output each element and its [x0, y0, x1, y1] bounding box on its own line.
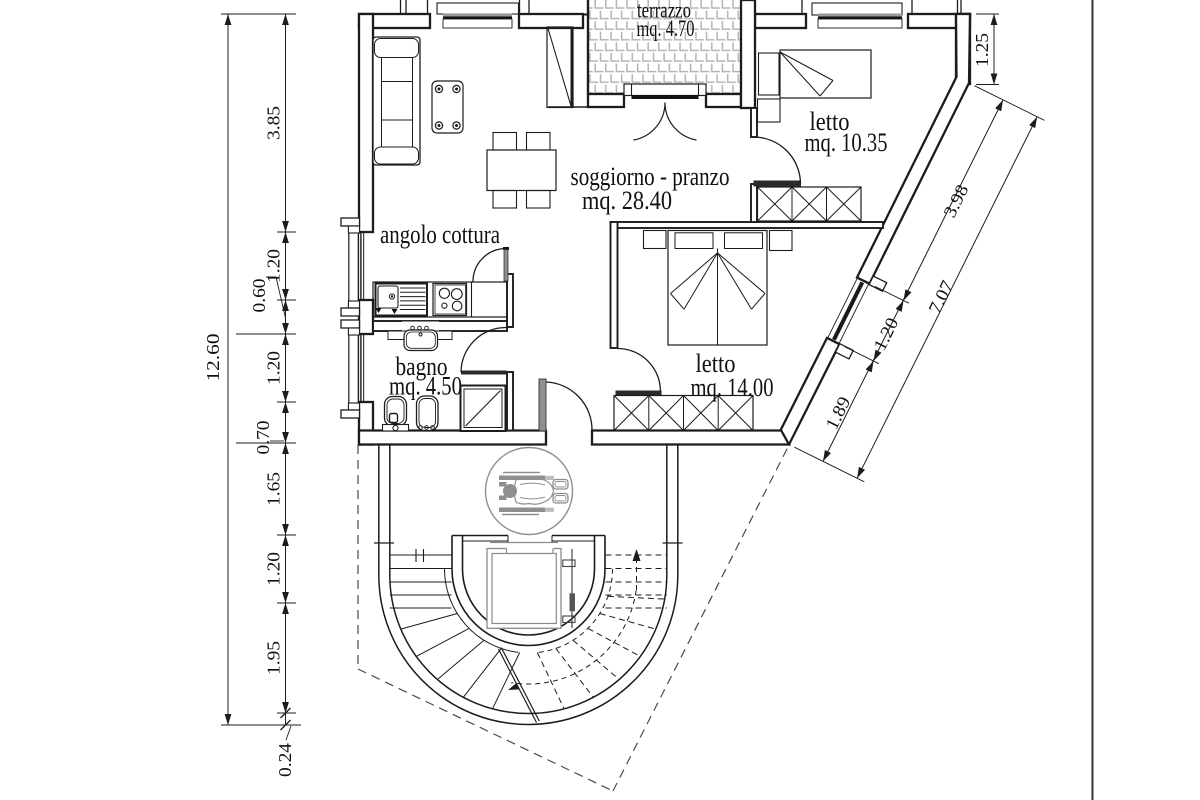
svg-text:12.60: 12.60: [203, 334, 223, 382]
svg-text:1.20: 1.20: [264, 351, 284, 385]
svg-text:terrazzo: terrazzo: [637, 0, 691, 23]
svg-text:1.20: 1.20: [264, 552, 284, 586]
svg-text:letto: letto: [696, 349, 736, 378]
svg-text:mq. 14.00: mq. 14.00: [691, 373, 774, 402]
svg-text:mq. 4.50: mq. 4.50: [389, 372, 462, 401]
svg-text:bagno: bagno: [396, 352, 448, 381]
svg-text:0.24: 0.24: [275, 743, 295, 777]
svg-text:mq. 10.35: mq. 10.35: [805, 128, 888, 157]
svg-text:1.20: 1.20: [264, 249, 284, 283]
svg-text:angolo cottura: angolo cottura: [380, 220, 500, 249]
svg-text:0.60: 0.60: [249, 279, 269, 313]
svg-text:mq. 4.70: mq. 4.70: [637, 16, 695, 41]
svg-text:soggiorno - pranzo: soggiorno - pranzo: [571, 162, 730, 191]
svg-text:1.25: 1.25: [972, 33, 992, 67]
svg-text:1.65: 1.65: [264, 472, 284, 506]
svg-text:letto: letto: [810, 107, 850, 136]
svg-text:1.95: 1.95: [264, 641, 284, 675]
svg-text:3.85: 3.85: [264, 106, 284, 140]
svg-text:0.70: 0.70: [253, 421, 273, 455]
svg-text:mq. 28.40: mq. 28.40: [582, 186, 672, 215]
